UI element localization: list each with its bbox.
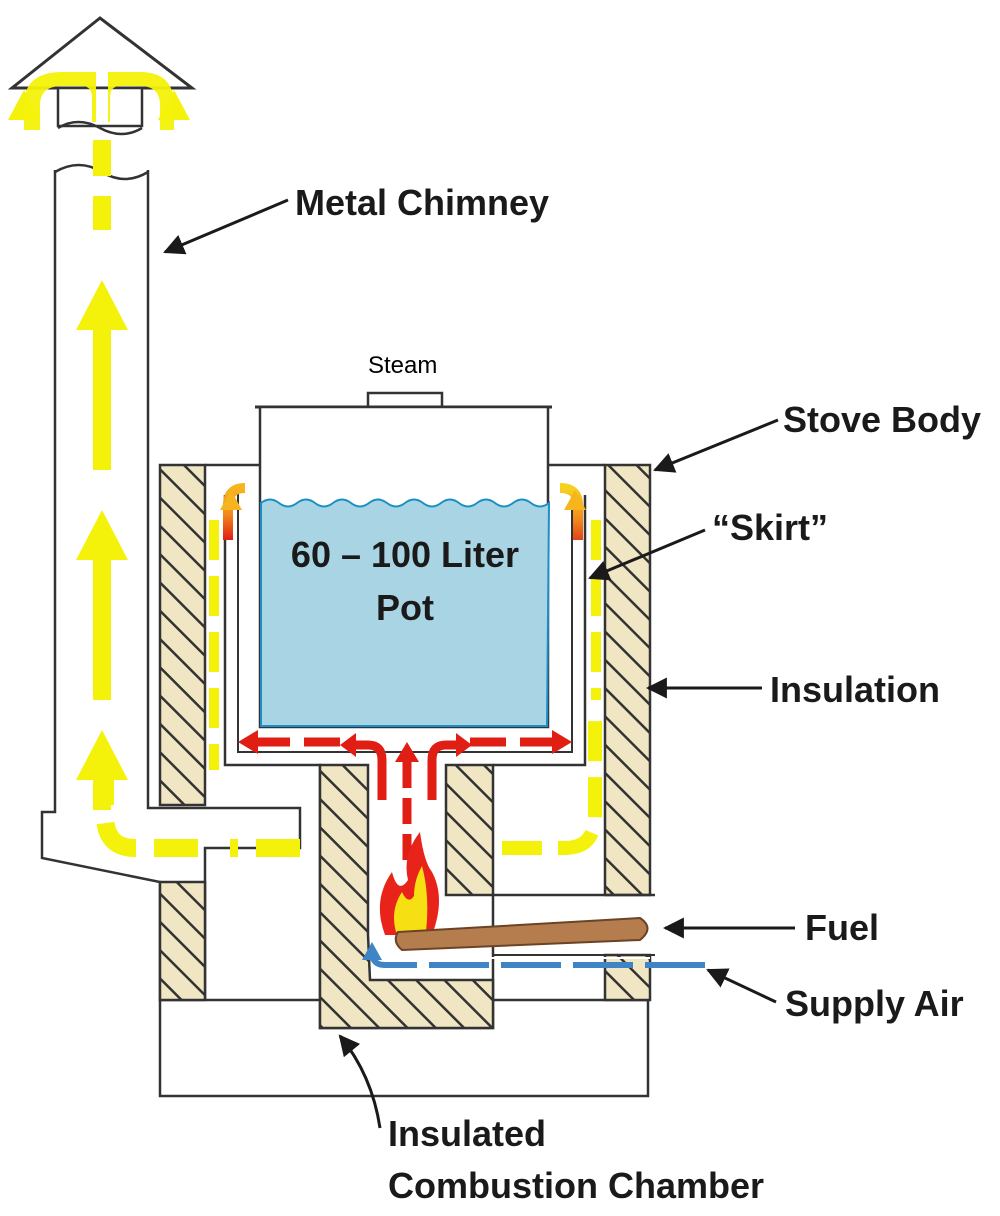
combustion-chamber-label-line2: Combustion Chamber bbox=[388, 1165, 764, 1206]
supply-air-label: Supply Air bbox=[785, 983, 964, 1024]
insulation-left-upper bbox=[158, 463, 207, 807]
chimney-cap-collar bbox=[56, 86, 144, 128]
pot-water bbox=[260, 498, 551, 727]
exhaust-arrowheads bbox=[8, 72, 190, 780]
stove-body-label: Stove Body bbox=[783, 399, 981, 440]
hot-gas-flow bbox=[250, 737, 560, 860]
combustion-chamber-wall-right bbox=[444, 763, 495, 897]
hot-gas-arrowhead bbox=[456, 733, 472, 757]
exhaust-arrowhead bbox=[76, 730, 128, 780]
fuel-stick bbox=[394, 916, 649, 952]
insulation-left-lower bbox=[158, 880, 207, 1002]
hot-gas-arrowhead bbox=[238, 730, 258, 754]
hot-gas-arrowhead bbox=[552, 730, 572, 754]
exhaust-arrowhead bbox=[76, 280, 128, 330]
hot-gas-arrowheads bbox=[220, 490, 586, 762]
steam-label: Steam bbox=[368, 352, 437, 379]
pot-label-line2: Pot bbox=[376, 587, 434, 628]
hot-gas-arrowhead bbox=[340, 733, 356, 757]
combustion-chamber-label-line1: Insulated bbox=[388, 1113, 546, 1154]
combustion-chamber bbox=[318, 763, 495, 1030]
exhaust-flow bbox=[93, 140, 602, 857]
pot: 60 – 100 Liter Pot bbox=[255, 391, 552, 729]
supply-air bbox=[362, 942, 705, 968]
fuel bbox=[394, 916, 649, 952]
insulation-label: Insulation bbox=[770, 669, 940, 710]
chimney-break-top bbox=[57, 120, 143, 136]
hot-gas-arrowhead bbox=[220, 490, 242, 510]
metal-chimney-label: Metal Chimney bbox=[295, 182, 549, 223]
hot-gas-arrowhead bbox=[395, 742, 419, 762]
exhaust-arrowhead bbox=[76, 510, 128, 560]
pot-label-line1: 60 – 100 Liter bbox=[291, 534, 519, 575]
hot-gas-arrowhead bbox=[564, 490, 586, 510]
fuel-label: Fuel bbox=[805, 907, 879, 948]
insulation-right-upper bbox=[603, 463, 652, 897]
supply-air-arrowhead bbox=[362, 942, 382, 960]
exhaust-plume bbox=[24, 72, 174, 130]
exhaust-right-return bbox=[502, 720, 602, 855]
leader-stove-body bbox=[653, 418, 779, 473]
insulation-right-lower bbox=[603, 953, 652, 1002]
flame-inner bbox=[394, 866, 428, 932]
leader-combustion-chamber bbox=[338, 1034, 382, 1129]
combustion-chamber-wall-left bbox=[318, 763, 495, 1030]
skirt-label: “Skirt” bbox=[712, 507, 828, 548]
pot-lid-knob bbox=[366, 391, 444, 409]
leader-metal-chimney bbox=[163, 198, 289, 255]
hot-gas-curl-right bbox=[427, 740, 462, 800]
hot-gas-curl-left bbox=[350, 740, 387, 800]
labels: Steam Metal Chimney Stove Body “Skirt” I… bbox=[163, 182, 981, 1206]
leader-supply-air bbox=[706, 968, 777, 1004]
leader-skirt bbox=[588, 528, 706, 581]
flame bbox=[379, 832, 439, 935]
exhaust-elbow bbox=[96, 780, 300, 857]
